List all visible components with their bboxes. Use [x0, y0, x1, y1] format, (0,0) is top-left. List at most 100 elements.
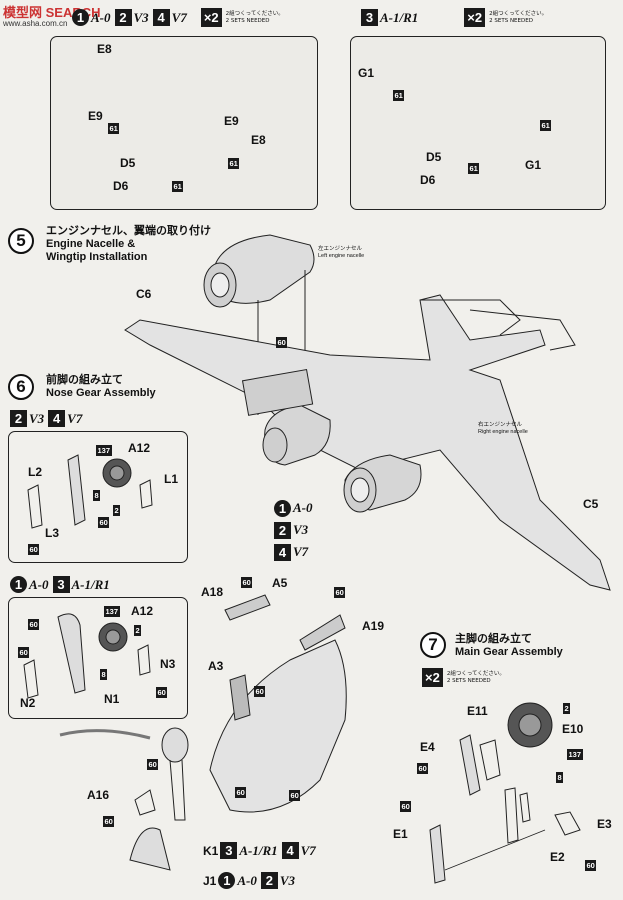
paint-code-tag: 137 [567, 749, 583, 760]
step-title-jp: 主脚の組み立て [455, 633, 532, 645]
variant-label: V7 [67, 410, 83, 426]
variant-label: A-1/R1 [380, 9, 419, 25]
variant-badge: 4 [274, 543, 291, 561]
part-label: E3 [597, 817, 612, 831]
part-label: A12 [131, 604, 154, 618]
variant-label: A-0 [293, 500, 313, 515]
part-label: N2 [20, 696, 36, 710]
variant-label: A-1/R1 [71, 576, 110, 592]
paint-code-tag: 60 [254, 686, 266, 697]
part-label: E4 [420, 740, 435, 754]
paint-code-tag: 61 [108, 123, 120, 134]
step-title-jp: 前脚の組み立て [46, 374, 123, 386]
variant-label: V3 [279, 872, 296, 888]
paint-code-tag: 60 [417, 763, 429, 774]
part-label: N1 [104, 692, 120, 706]
step-title-en: Main Gear Assembly [455, 646, 563, 658]
variant-badge: 1 [218, 872, 236, 889]
part-label: G1 [525, 158, 542, 172]
variant-label: V7 [171, 9, 187, 25]
variant-badge: 1 [72, 9, 89, 26]
paint-code-tag: 61 [172, 181, 184, 192]
paint-code-tag: 137 [96, 445, 112, 456]
variant-badge: 3 [52, 576, 70, 593]
step-title-jp: エンジンナセル、翼端の取り付け [46, 225, 211, 237]
part-label: C5 [583, 497, 599, 511]
variant-badge: 2 [114, 9, 132, 26]
step-number: 6 [8, 374, 34, 400]
part-label: A18 [201, 585, 224, 599]
part-label: A19 [362, 619, 385, 633]
paint-code-tag: 60 [585, 860, 597, 871]
part-label: L1 [164, 472, 179, 486]
part-label: G1 [358, 66, 375, 80]
variant-badge: 2 [274, 521, 291, 539]
step-title-en: Engine Nacelle & Wingtip Installation [46, 238, 148, 263]
paint-code-tag: 60 [147, 759, 159, 770]
paint-code-tag: 8 [556, 772, 564, 783]
step-title: エンジンナセル、翼端の取り付け Engine Nacelle & Wingtip… [46, 225, 211, 264]
paint-code-tag: 60 [289, 790, 301, 801]
paint-code-tag: 61 [468, 163, 480, 174]
part-label: E10 [562, 722, 584, 736]
step-number: 5 [8, 228, 34, 254]
part-label: D5 [426, 150, 442, 164]
paint-code-tag: 60 [28, 544, 40, 555]
variant-label: A-0 [29, 576, 49, 592]
part-label: E8 [97, 42, 112, 56]
part-label: E9 [224, 114, 239, 128]
paint-code-tag: 8 [100, 669, 108, 680]
part-label: L2 [28, 465, 43, 479]
part-label: E2 [550, 850, 565, 864]
paint-code-tag: 2 [563, 703, 571, 714]
part-label: E8 [251, 133, 266, 147]
part-label: J1 [203, 873, 217, 888]
part-label: K1 [203, 843, 219, 858]
paint-code-tag: 60 [276, 337, 288, 348]
variant-badge: 3 [220, 842, 238, 859]
step-title: 主脚の組み立て Main Gear Assembly [455, 633, 563, 659]
variant-badge: 1 [274, 499, 291, 517]
variant-badge: 1 [10, 576, 27, 593]
variant-label: A-0 [91, 9, 111, 25]
nose-gear-panel-2 [8, 597, 188, 719]
variant-badge: 2 [10, 410, 27, 427]
paint-code-tag: 61 [540, 120, 552, 131]
step-title: 前脚の組み立て Nose Gear Assembly [46, 374, 156, 400]
paint-code-tag: 60 [18, 647, 30, 658]
part-label: A12 [128, 441, 151, 455]
variant-label: V3 [293, 522, 309, 537]
part-label: E1 [393, 827, 408, 841]
main-gear-sets-note: ×2 2組つくってください。2 SETS NEEDED [422, 668, 505, 687]
part-label: E9 [88, 109, 103, 123]
times-two-badge: ×2 [200, 8, 222, 27]
step-number: 7 [420, 632, 446, 658]
part-label: A5 [272, 576, 288, 590]
variant-badge: 2 [260, 872, 278, 889]
part-label: D6 [113, 179, 129, 193]
sets-note: 2組つくってください。2 SETS NEEDED [225, 10, 284, 24]
variant-label: A-0 [237, 872, 257, 888]
paint-code-tag: 2 [113, 505, 121, 516]
paint-code-tag: 61 [228, 158, 240, 169]
part-label: A16 [87, 788, 110, 802]
variant-badge: 3 [361, 9, 378, 26]
paint-code-tag: 8 [93, 490, 101, 501]
variant-badge: 4 [48, 410, 66, 427]
sets-note: 2組つくってください。2 SETS NEEDED [489, 10, 548, 24]
paint-code-tag: 60 [98, 517, 110, 528]
variant-label: V3 [29, 410, 45, 426]
paint-code-tag: 60 [235, 787, 247, 798]
paint-code-tag: 60 [156, 687, 168, 698]
variant-badge: 4 [152, 9, 170, 26]
part-label: C6 [136, 287, 152, 301]
step-title-en: Nose Gear Assembly [46, 387, 156, 399]
paint-code-tag: 60 [400, 801, 412, 812]
